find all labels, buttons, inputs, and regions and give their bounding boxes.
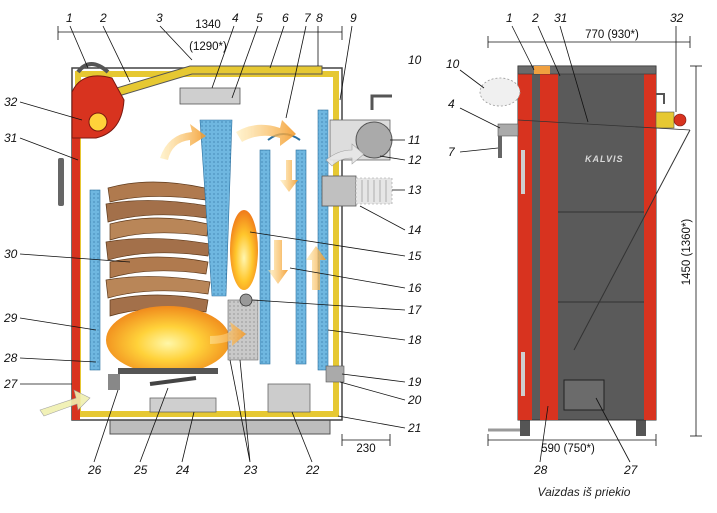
label-25: 25	[133, 463, 148, 477]
front-leader-lines	[459, 25, 677, 463]
label-4: 4	[232, 11, 239, 25]
dim-front-width-bottom: 590 (750*)	[541, 443, 595, 455]
front-labels: 1 2 31 32 10 4 7 28 27	[446, 11, 684, 477]
front-view-caption: Vaizdas iš priekio	[538, 485, 631, 499]
side-section-view: 1340 (1290*) 230	[3, 11, 423, 477]
front-label-27: 27	[623, 463, 639, 477]
front-label-28: 28	[533, 463, 548, 477]
front-top-accent	[534, 66, 550, 74]
front-red-stripe	[540, 66, 558, 420]
thermostat-control	[655, 111, 675, 129]
front-label-1: 1	[506, 11, 513, 25]
label-17: 17	[408, 303, 423, 317]
air-control-box	[179, 87, 241, 105]
label-20: 20	[407, 393, 422, 407]
label-2: 2	[99, 11, 107, 25]
secondary-air-nozzle	[239, 293, 253, 307]
lower-door-handle	[521, 352, 525, 396]
dim-front-height: 1450 (1360*)	[681, 219, 693, 286]
label-8: 8	[316, 11, 323, 25]
rear-water-jacket	[317, 109, 329, 371]
front-cleaning-door	[563, 379, 605, 411]
front-label-32: 32	[670, 11, 684, 25]
label-11: 11	[408, 133, 420, 147]
firewood-stack	[105, 181, 211, 317]
lifting-handle	[76, 62, 110, 74]
hot-water-outlet	[321, 175, 357, 207]
front-red-right	[644, 66, 656, 420]
label-23: 23	[243, 463, 258, 477]
label-29: 29	[3, 311, 18, 325]
firebox-water-jacket	[89, 189, 101, 371]
label-7: 7	[304, 11, 312, 25]
gasification-channel	[199, 119, 233, 297]
front-label-4: 4	[448, 97, 455, 111]
ash-door	[108, 374, 120, 390]
label-30: 30	[4, 247, 18, 261]
label-13: 13	[408, 183, 422, 197]
ventilation-fins	[355, 177, 393, 205]
ash-pan	[149, 397, 217, 413]
air-flap-lever	[497, 123, 519, 137]
label-32: 32	[4, 95, 18, 109]
fan-housing	[71, 75, 125, 139]
side-leader-lines	[19, 25, 406, 463]
cleaning-door	[267, 383, 311, 413]
heat-exchanger-tube-2	[295, 149, 307, 365]
label-6: 6	[282, 11, 289, 25]
label-12: 12	[408, 153, 422, 167]
front-leg-right	[636, 416, 646, 436]
secondary-flame	[230, 210, 258, 290]
front-view: KALVIS 770 (930*) 1450 (1360*) 590 (750*…	[446, 11, 702, 499]
return-water-inlet	[325, 365, 345, 383]
door-chain-rod	[573, 129, 691, 351]
label-3: 3	[156, 11, 163, 25]
brand-logo: KALVIS	[585, 154, 624, 164]
dim-side-depth: 230	[356, 443, 375, 455]
front-dimensions: 770 (930*) 1450 (1360*) 590 (750*)	[487, 29, 702, 455]
dim-front-width-top: 770 (930*)	[585, 29, 639, 41]
label-5: 5	[256, 11, 263, 25]
thermostat-knob-icon	[673, 113, 687, 127]
upper-door-handle	[521, 150, 525, 194]
label-9: 9	[350, 11, 357, 25]
ash-slider	[149, 376, 197, 386]
label-24: 24	[175, 463, 190, 477]
grate	[118, 368, 218, 374]
label-22: 22	[305, 463, 320, 477]
fan-motor-icon	[88, 112, 108, 132]
top-rod	[517, 119, 691, 131]
front-top-rim	[517, 65, 657, 75]
front-label-10: 10	[446, 57, 460, 71]
dim-side-width-alt: (1290*)	[189, 41, 227, 53]
front-label-2: 2	[531, 11, 539, 25]
front-label-31: 31	[554, 11, 567, 25]
label-21: 21	[407, 421, 421, 435]
gas-flow-arrows	[39, 120, 365, 417]
label-16: 16	[408, 281, 422, 295]
label-19: 19	[408, 375, 422, 389]
label-26: 26	[87, 463, 102, 477]
flue-damper-handle	[370, 94, 392, 110]
side-dimensions: 1340 (1290*) 230	[57, 19, 391, 455]
heat-exchanger-tube-1	[259, 149, 271, 365]
label-28: 28	[3, 351, 18, 365]
label-14: 14	[408, 223, 422, 237]
sensor-pipe	[656, 93, 665, 104]
door-handle	[58, 158, 64, 206]
front-wall	[72, 92, 80, 420]
label-10: 10	[408, 53, 422, 67]
side-labels: 1 2 3 4 5 6 7 8 9 10 11 12 13 14 15 16 1…	[3, 11, 423, 477]
dim-side-width: 1340	[195, 19, 221, 31]
fan-outline-icon	[479, 77, 521, 107]
front-label-7: 7	[448, 145, 456, 159]
combustion-zone	[106, 306, 230, 374]
label-15: 15	[408, 249, 422, 263]
front-leg-left	[520, 416, 530, 436]
label-31: 31	[4, 131, 17, 145]
label-1: 1	[66, 11, 73, 25]
label-18: 18	[408, 333, 422, 347]
label-27: 27	[3, 377, 19, 391]
